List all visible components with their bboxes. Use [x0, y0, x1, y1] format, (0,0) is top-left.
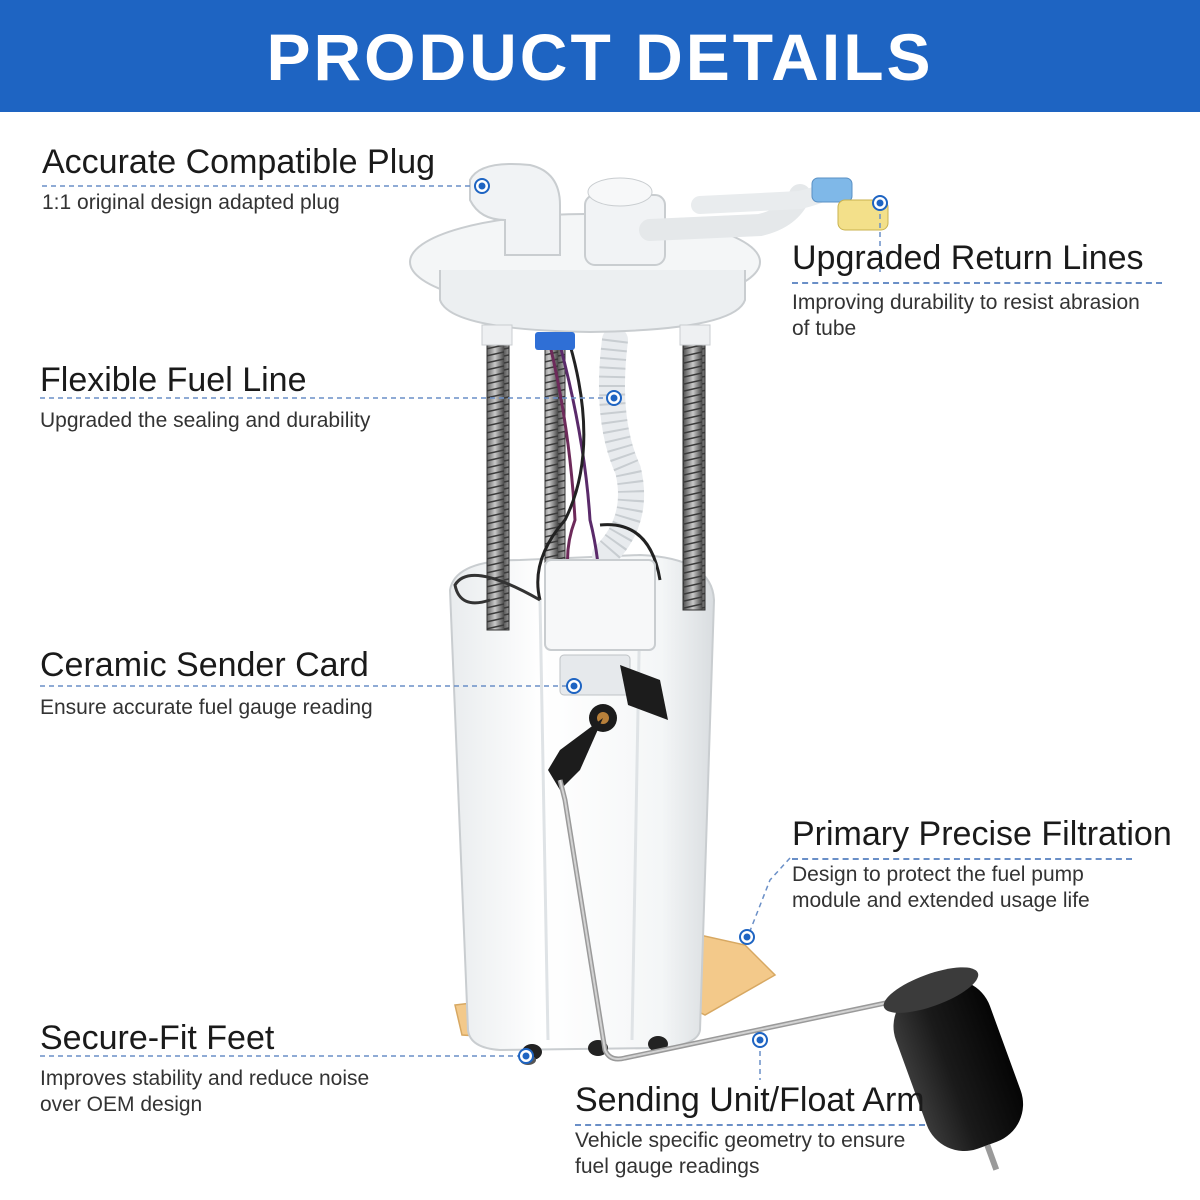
callout-secure-fit-feet: Secure-Fit Feet Improves stability and r… — [40, 1018, 400, 1118]
callout-float-arm: Sending Unit/Float Arm Vehicle specific … — [575, 1080, 925, 1180]
callout-divider — [575, 1124, 925, 1126]
callout-compatible-plug: Accurate Compatible Plug 1:1 original de… — [42, 142, 472, 216]
callout-description: 1:1 original design adapted plug — [42, 191, 340, 214]
callout-title: Flexible Fuel Line — [40, 361, 307, 399]
callout-filtration: Primary Precise Filtration Design to pro… — [792, 814, 1172, 914]
header-banner: PRODUCT DETAILS — [0, 0, 1200, 112]
callout-title: Ceramic Sender Card — [40, 646, 369, 684]
callout-divider — [792, 282, 1162, 284]
callout-description: Upgraded the sealing and durability — [40, 409, 371, 432]
page-title: PRODUCT DETAILS — [266, 20, 934, 94]
callout-description: Improves stability and reduce noise over… — [40, 1067, 370, 1116]
float — [883, 967, 1024, 1171]
top-flange — [409, 163, 889, 350]
callout-title: Secure-Fit Feet — [40, 1019, 275, 1057]
callout-description: Design to protect the fuel pump module a… — [792, 863, 1090, 912]
callout-title: Accurate Compatible Plug — [42, 143, 436, 181]
callout-description: Ensure accurate fuel gauge reading — [40, 696, 373, 719]
callout-title: Sending Unit/Float Arm — [575, 1081, 925, 1119]
callout-divider — [792, 858, 1132, 860]
corrugated-fuel-line — [592, 327, 644, 568]
callout-title: Upgraded Return Lines — [792, 239, 1144, 277]
callout-return-lines: Upgraded Return Lines Improving durabili… — [792, 238, 1162, 342]
callout-description: Vehicle specific geometry to ensure fuel… — [575, 1129, 906, 1178]
callout-title: Primary Precise Filtration — [792, 815, 1172, 853]
callout-fuel-line: Flexible Fuel Line Upgraded the sealing … — [40, 360, 460, 434]
callout-sender-card: Ceramic Sender Card Ensure accurate fuel… — [40, 645, 460, 721]
callout-description: Improving durability to resist abrasion … — [792, 291, 1140, 340]
float-arm — [557, 779, 901, 1062]
